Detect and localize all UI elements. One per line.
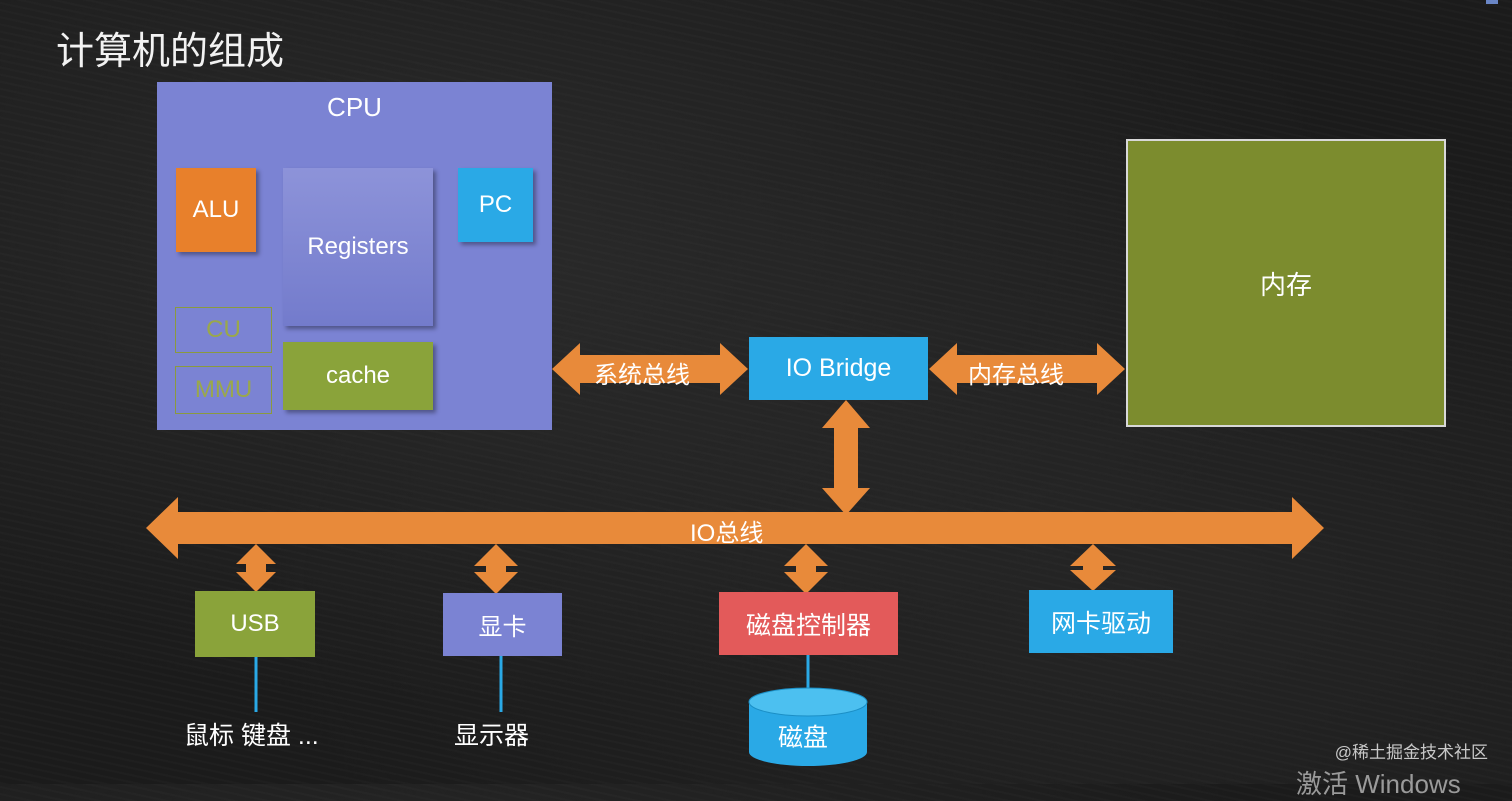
cache-block: cache bbox=[283, 342, 433, 410]
nic-arrow bbox=[1070, 544, 1116, 591]
gpu-arrow bbox=[474, 544, 518, 594]
disk-controller-arrow bbox=[784, 544, 828, 594]
system-bus-label: 系统总线 bbox=[594, 362, 690, 389]
io-bus-label: IO总线 bbox=[690, 520, 764, 547]
io-bridge-vertical-arrow bbox=[822, 400, 870, 515]
usb-arrow bbox=[236, 544, 276, 592]
registers-block: Registers bbox=[283, 168, 433, 326]
memory-bus-label: 内存总线 bbox=[968, 362, 1064, 389]
disk-label: 磁盘 bbox=[778, 724, 829, 752]
usb-block: USB bbox=[195, 591, 315, 657]
disk-controller-block: 磁盘控制器 bbox=[719, 592, 898, 655]
usb-peripherals-label: 鼠标 键盘 ... bbox=[184, 722, 319, 750]
mmu-block: MMU bbox=[175, 366, 272, 414]
windows-activation-text: 激活 Windows bbox=[1296, 769, 1461, 799]
io-bus-arrow bbox=[146, 497, 1324, 559]
cpu-label: CPU bbox=[327, 92, 382, 122]
alu-block: ALU bbox=[176, 168, 256, 252]
corner-accent bbox=[1486, 0, 1498, 4]
io-bridge-block: IO Bridge bbox=[749, 337, 928, 400]
connector-layer bbox=[146, 343, 1324, 766]
cu-block: CU bbox=[175, 307, 272, 353]
memory-bus-arrow bbox=[929, 343, 1125, 395]
disk-cylinder bbox=[748, 687, 868, 766]
watermark: @稀土掘金技术社区 bbox=[1334, 743, 1488, 762]
monitor-label: 显示器 bbox=[454, 722, 530, 750]
memory-block: 内存 bbox=[1126, 139, 1446, 427]
system-bus-arrow bbox=[552, 343, 748, 395]
gpu-block: 显卡 bbox=[443, 593, 562, 656]
pc-block: PC bbox=[458, 168, 533, 242]
page-title: 计算机的组成 bbox=[56, 29, 285, 73]
nic-block: 网卡驱动 bbox=[1029, 590, 1173, 653]
